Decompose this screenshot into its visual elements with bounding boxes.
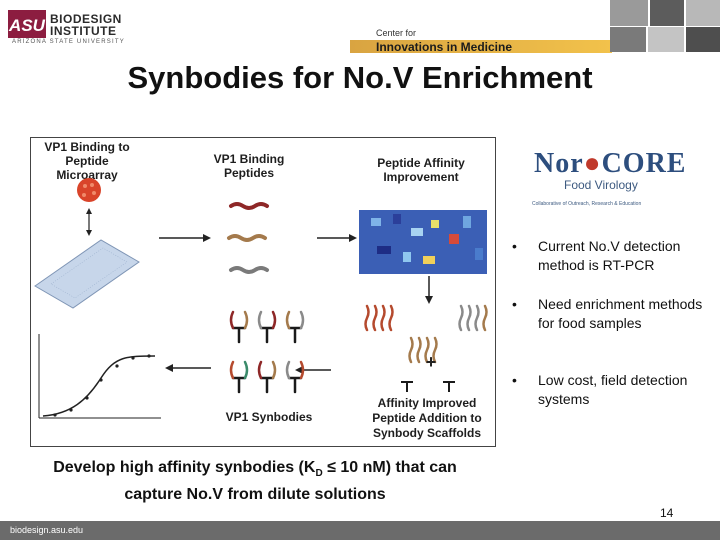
caption-line1-prefix: Develop high affinity synbodies (K xyxy=(53,459,316,476)
slide-title: Synbodies for No.V Enrichment xyxy=(127,60,593,95)
bullet-dot-1: • xyxy=(512,238,517,254)
norocore-name-part2: CORE xyxy=(601,148,687,179)
norocore-name-part1: Nor xyxy=(534,148,584,179)
institute-name-line2: INSTITUTE xyxy=(50,24,117,38)
norocore-subtitle: Food Virology xyxy=(564,178,638,192)
asu-logo: ASU xyxy=(8,10,46,38)
peptide-strands-right xyxy=(364,304,488,364)
heatmap-grid xyxy=(359,210,487,274)
label-binding-peptides: VP1 Binding Peptides xyxy=(213,152,285,180)
bullet-item-1: Current No.V detection method is RT-PCR xyxy=(538,238,681,273)
virus-particle-icon xyxy=(77,178,101,202)
label-synbodies: VP1 Synbodies xyxy=(225,410,313,424)
footer-bar xyxy=(0,521,720,540)
footer-url[interactable]: biodesign.asu.edu xyxy=(10,525,84,535)
bullet-item-2: Need enrichment methods for food samples xyxy=(538,296,703,331)
microarray-slide-icon xyxy=(34,239,140,309)
norocore-dot-icon: ● xyxy=(583,148,602,179)
center-label: Center for xyxy=(376,28,417,38)
page-number: 14 xyxy=(660,506,674,520)
bullet-dot-3: • xyxy=(512,372,517,388)
norocore-tagline: Collaborative of Outreach, Research & Ed… xyxy=(532,201,642,207)
synbody-icons xyxy=(229,310,305,394)
caption-line-1: Develop high affinity synbodies (KD ≤ 10… xyxy=(0,457,510,484)
caption-line1-suffix: ≤ 10 nM) that can xyxy=(322,459,457,476)
header-gold-bar xyxy=(350,40,612,53)
university-name: ARIZONA STATE UNIVERSITY xyxy=(12,39,125,45)
bullet-dot-2: • xyxy=(512,296,517,312)
slide-caption: Develop high affinity synbodies (KD ≤ 10… xyxy=(0,457,510,505)
label-scaffold-addition: Affinity Improved Peptide Addition to Sy… xyxy=(372,396,482,440)
header-photo-strip xyxy=(610,0,720,52)
synbody-scaffold-icons xyxy=(401,381,455,392)
caption-line-2: capture No.V from dilute solutions xyxy=(124,486,386,504)
label-microarray: VP1 Binding to Peptide Microarray xyxy=(44,140,130,182)
svg-text:ASU: ASU xyxy=(8,16,46,35)
institute-name-line1: BIODESIGN xyxy=(50,12,122,26)
synbody-workflow-figure: VP1 Binding to Peptide Microarray VP1 Bi… xyxy=(30,137,496,447)
caption-line1-subscript: D xyxy=(315,468,323,480)
bullet-item-3: Low cost, field detection systems xyxy=(538,372,688,407)
workflow-graphics: + xyxy=(34,178,488,419)
norocore-logo: Nor●CORE Food Virology Collaborative of … xyxy=(530,148,685,218)
plus-sign: + xyxy=(426,352,437,372)
label-affinity-improvement: Peptide Affinity Improvement xyxy=(377,156,465,184)
binding-curve-plot xyxy=(38,334,161,419)
center-name: Innovations in Medicine xyxy=(376,40,513,54)
